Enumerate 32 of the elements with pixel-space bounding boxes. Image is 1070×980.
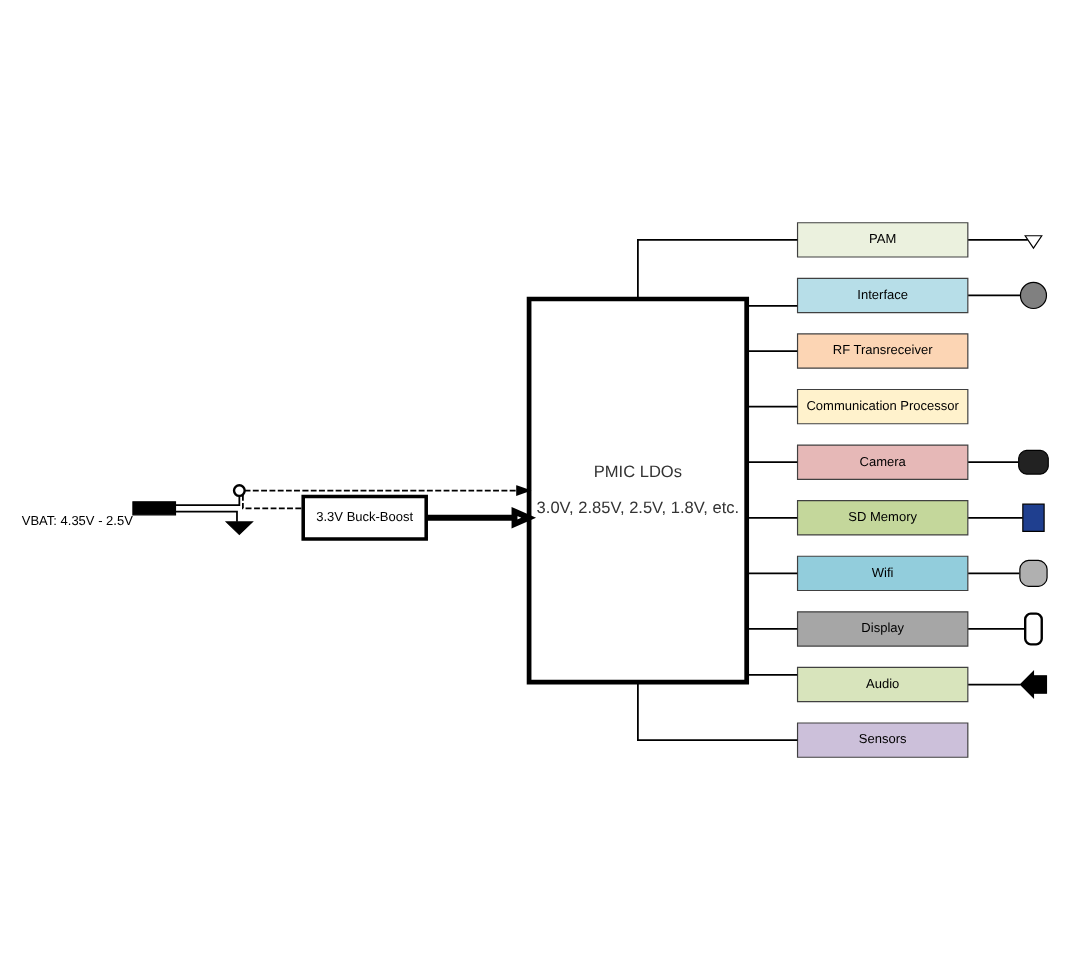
connector: [746, 673, 799, 676]
node-usb: [1019, 281, 1048, 310]
connector: [746, 516, 799, 519]
arrow: [426, 507, 537, 529]
connector: [242, 493, 304, 510]
node-phone: [1024, 612, 1043, 646]
node-circle: [232, 484, 246, 498]
connector: [967, 572, 1021, 575]
connector: [967, 683, 1022, 686]
connector: [967, 461, 1020, 464]
connector: [967, 516, 1024, 519]
connector: [967, 294, 1022, 297]
connector: [637, 239, 799, 300]
node-ground: [224, 521, 254, 536]
connector: [746, 405, 799, 408]
connector: [746, 572, 799, 575]
connector: [637, 681, 799, 741]
connector: [746, 350, 799, 352]
connector: [174, 510, 238, 523]
connector: [746, 461, 799, 464]
node-card: [1022, 503, 1045, 532]
connector: [967, 628, 1027, 630]
connector: [967, 239, 1029, 241]
node-speaker: [1019, 670, 1048, 699]
node-camera: [1018, 449, 1049, 475]
node-wifi: [1019, 559, 1048, 587]
connector: [746, 304, 799, 307]
connector: [746, 628, 799, 630]
node-battery: [132, 501, 177, 516]
node-antenna: [1024, 235, 1043, 250]
connector: [174, 495, 241, 506]
arrow: [243, 485, 532, 496]
